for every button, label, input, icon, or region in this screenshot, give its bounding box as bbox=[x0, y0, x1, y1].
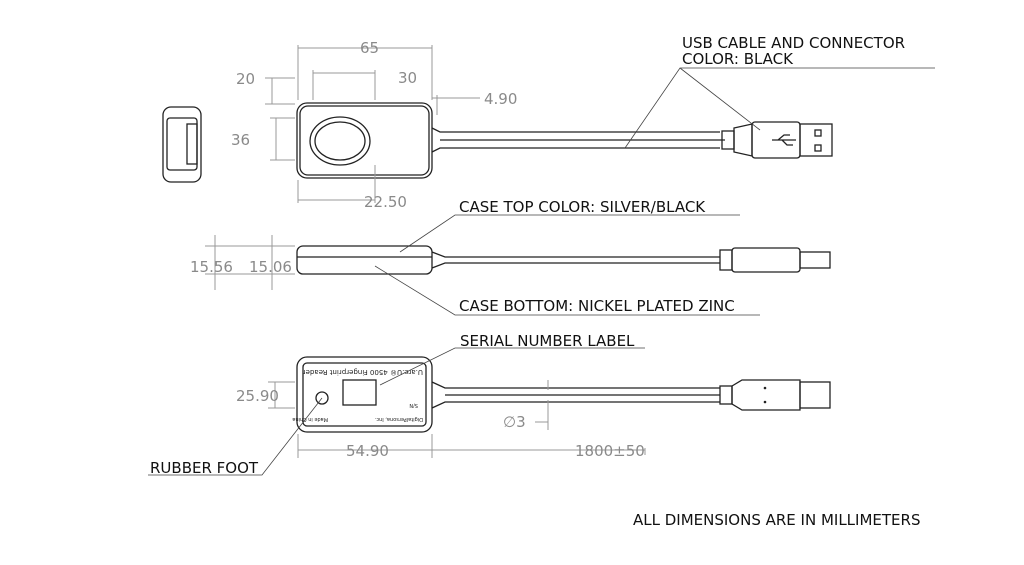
note-usb-cable: USB CABLE AND CONNECTOR bbox=[682, 34, 905, 52]
dim-65: 65 bbox=[360, 39, 379, 57]
dim-15-06: 15.06 bbox=[249, 258, 292, 276]
dim-15-56: 15.56 bbox=[190, 258, 233, 276]
rubber-foot bbox=[315, 391, 329, 405]
dim-20: 20 bbox=[236, 70, 255, 88]
dim-cable-length: 1800±50 bbox=[575, 442, 645, 460]
dim-54-90: 54.90 bbox=[346, 442, 389, 460]
dim-22-50: 22.50 bbox=[364, 193, 407, 211]
dim-diameter-3: ∅3 bbox=[503, 413, 526, 431]
usb-connector bbox=[721, 121, 833, 159]
dim-25-90: 25.90 bbox=[236, 387, 279, 405]
side-view: 15.56 15.06 CASE TOP COLOR: SILVER/BLACK… bbox=[190, 198, 831, 316]
top-view: 65 30 20 36 4.90 22.50 USB CABLE AND CON… bbox=[162, 34, 935, 211]
sensor-window bbox=[309, 116, 371, 166]
note-case-top: CASE TOP COLOR: SILVER/BLACK bbox=[459, 198, 706, 216]
label-company: DigitalPersona, Inc. bbox=[374, 416, 423, 422]
units-note: ALL DIMENSIONS ARE IN MILLIMETERS bbox=[633, 511, 920, 529]
dim-4-90: 4.90 bbox=[484, 90, 517, 108]
note-rubber-foot: RUBBER FOOT bbox=[150, 459, 259, 477]
label-sn: S/N bbox=[409, 402, 418, 408]
reader-body-top bbox=[296, 102, 433, 179]
side-end-view bbox=[162, 106, 202, 183]
label-product: U.are.U® 4500 Fingerprint Reader bbox=[303, 368, 423, 376]
serial-label-window bbox=[342, 379, 377, 406]
note-case-bottom: CASE BOTTOM: NICKEL PLATED ZINC bbox=[459, 297, 735, 315]
dim-36: 36 bbox=[231, 131, 250, 149]
label-origin: Made in China bbox=[292, 416, 328, 422]
dim-30: 30 bbox=[398, 69, 417, 87]
note-usb-color: COLOR: BLACK bbox=[682, 50, 794, 68]
note-serial-label: SERIAL NUMBER LABEL bbox=[460, 332, 635, 350]
reader-body-side bbox=[296, 245, 433, 275]
bottom-view: DigitalPersona, Inc. Made in China S/N U… bbox=[148, 332, 831, 477]
reader-body-bottom bbox=[296, 356, 433, 433]
usb-icon bbox=[772, 134, 796, 146]
